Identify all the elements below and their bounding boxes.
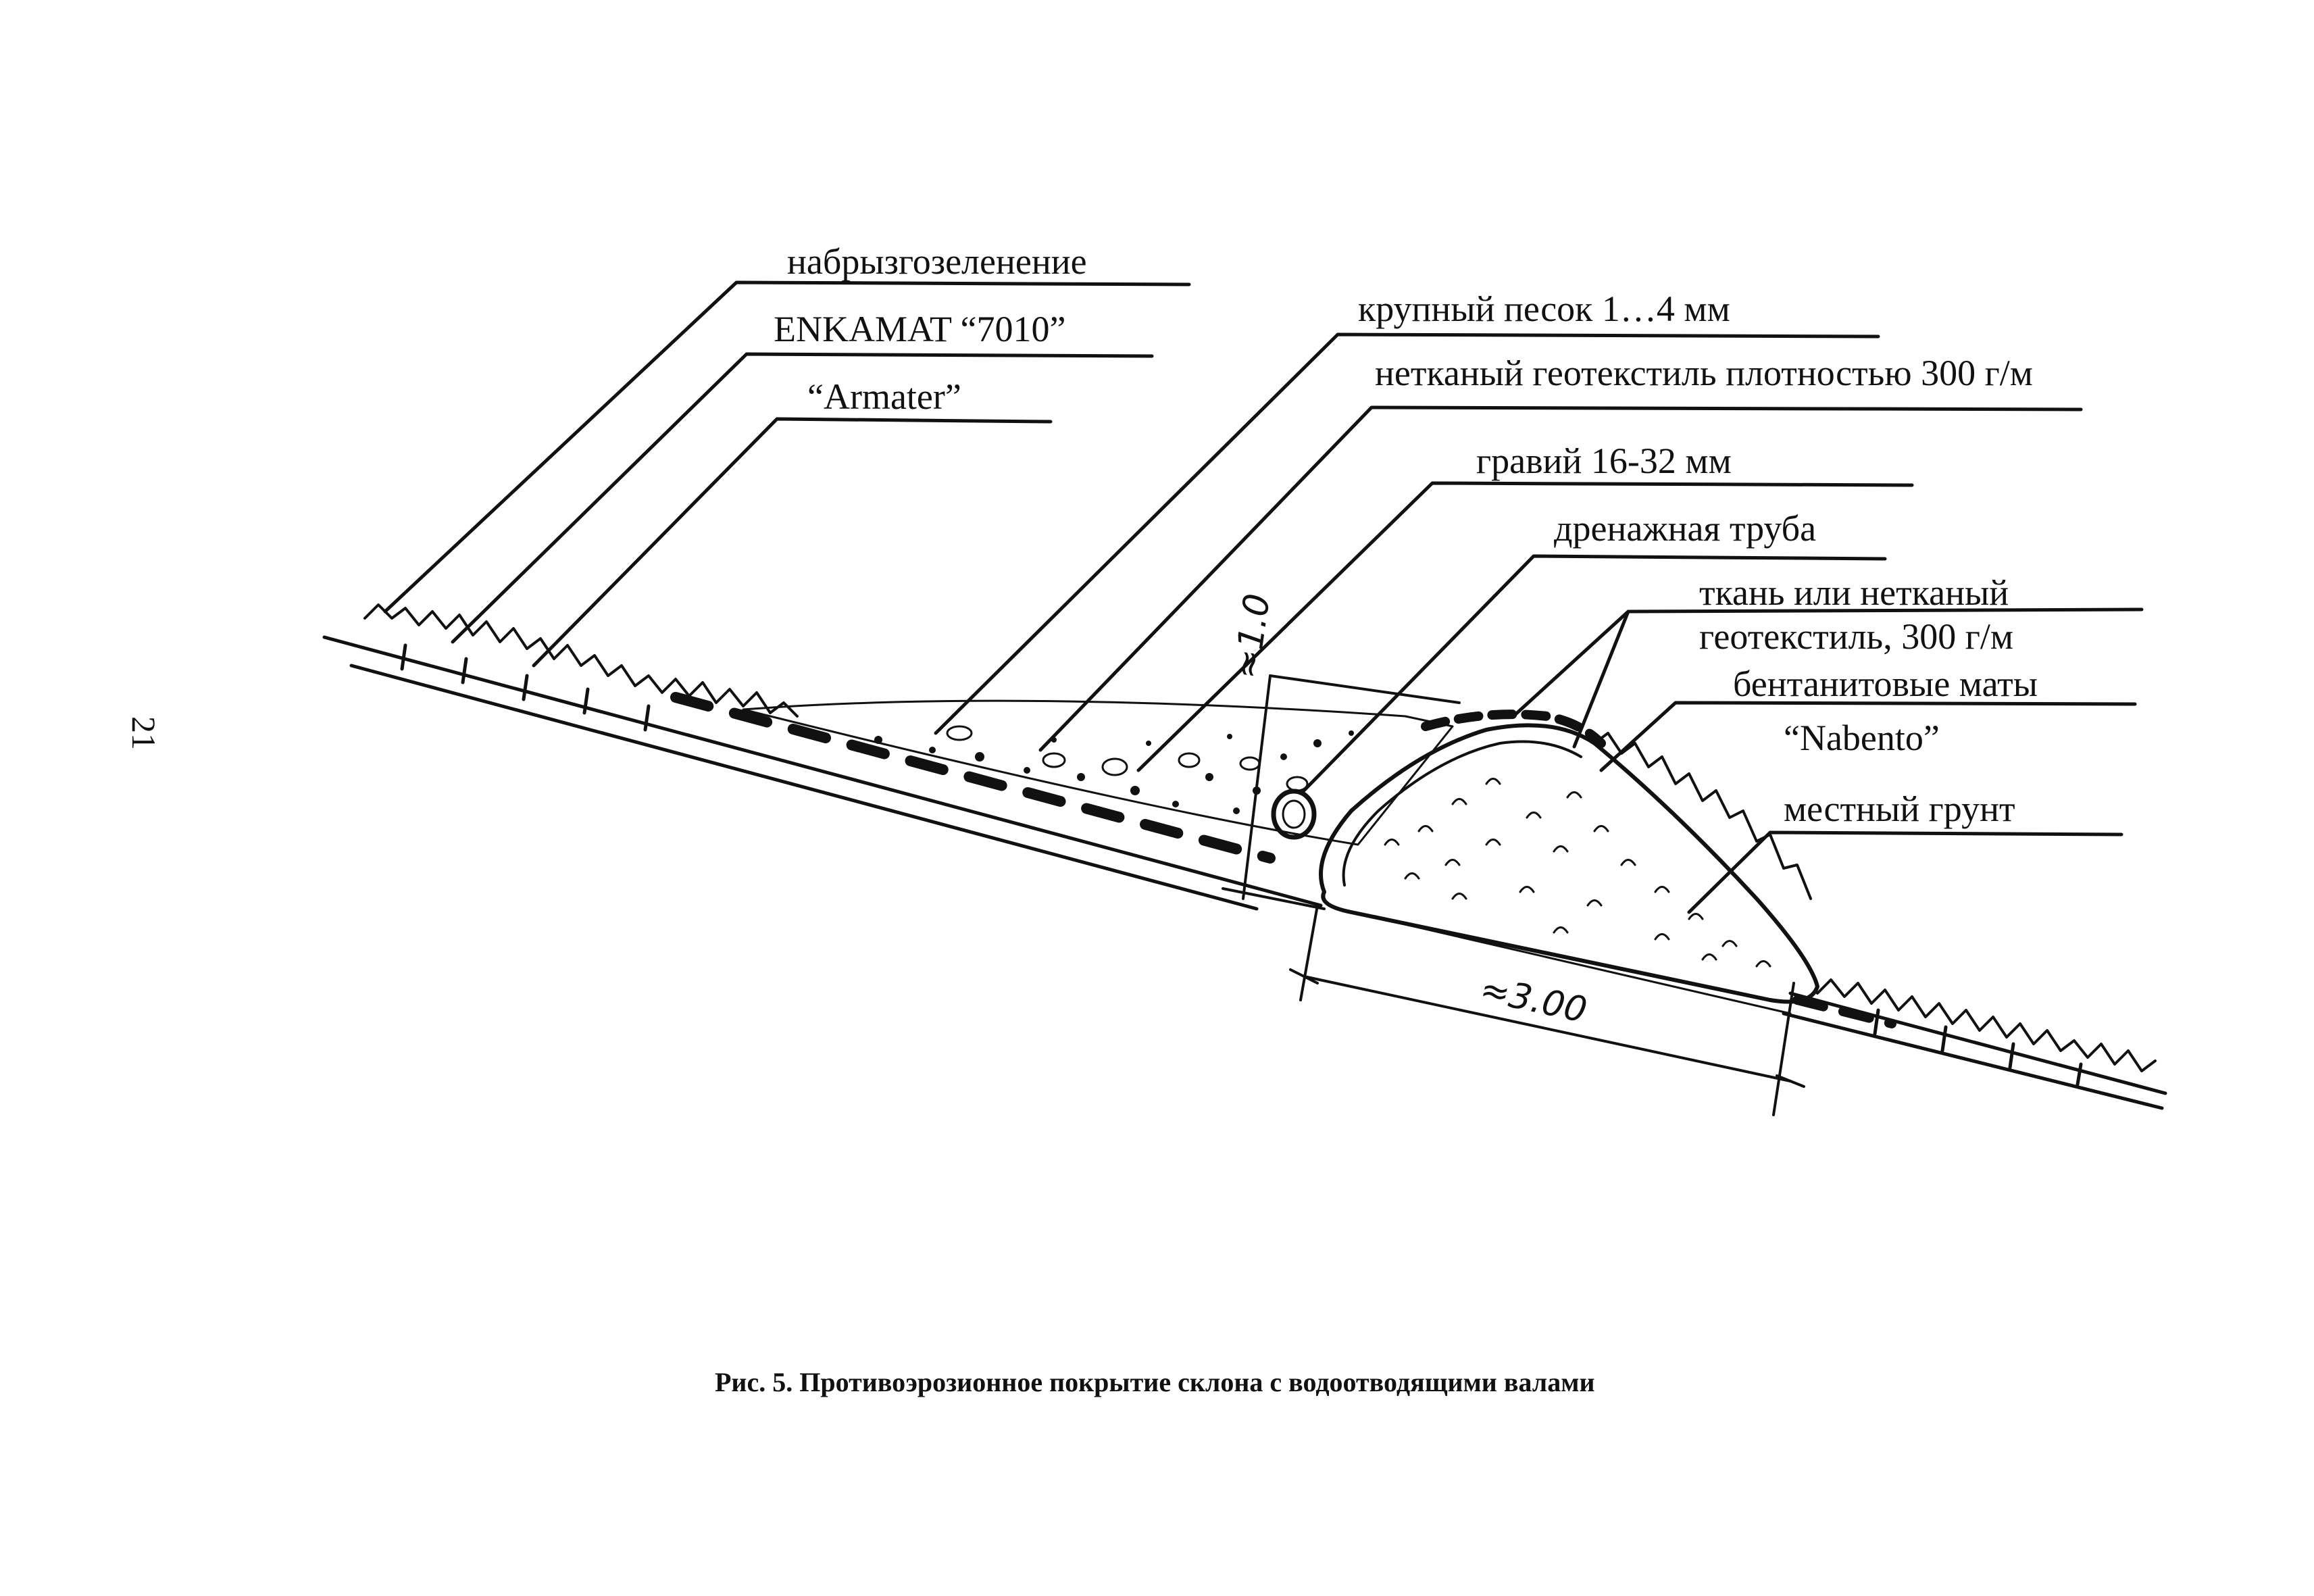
drain-pipe-inner	[1282, 799, 1306, 829]
berm-soil-marks	[1384, 778, 1771, 968]
leader-armater	[532, 417, 1053, 668]
berm-outer	[1319, 723, 1819, 1004]
leader-coarse-sand	[934, 332, 1880, 735]
grass-right	[1816, 978, 2157, 1072]
label-coarse-sand: крупный песок 1…4 мм	[1358, 289, 1730, 329]
berm-bentonite-mat	[1421, 709, 1606, 748]
dimensions	[1222, 674, 1805, 1116]
gravel-dots	[874, 730, 1354, 814]
drain-pipe	[1271, 789, 1317, 840]
leader-geotextile	[1038, 405, 2083, 752]
berm-geotextile	[1342, 740, 1582, 887]
leader-bentonite	[1599, 701, 2137, 772]
leader-lines	[383, 280, 2144, 914]
leader-enkamat	[451, 352, 1154, 644]
height-dim-line	[1242, 674, 1272, 900]
figure-caption: Рис. 5. Противоэрозионное покрытие склон…	[715, 1367, 1595, 1397]
label-fabric-line1: ткань или нетканый	[1699, 572, 2009, 613]
width-dim-line	[1303, 975, 1792, 1082]
page-number: 21	[125, 716, 163, 750]
slope-bottom-line	[349, 664, 1259, 911]
earth-berm	[1319, 709, 1819, 1004]
geomat-strip	[670, 692, 1276, 864]
grass-left	[363, 603, 799, 718]
filter-fill	[742, 699, 1454, 846]
geomat-strip-right	[1792, 995, 1896, 1028]
label-local-soil: местный грунт	[1784, 789, 2015, 829]
label-fabric-line2: геотекстиль, 300 г/м	[1699, 616, 2014, 657]
leader-fabric-branch	[1572, 609, 1630, 749]
slope-top-line	[322, 635, 1323, 907]
slope-layers	[322, 603, 2167, 1110]
label-nonwoven-geotextile: нетканый геотекстиль плотностью 300 г/м	[1375, 353, 2033, 393]
berm-grass	[1593, 732, 1812, 900]
gravel-pebbles	[946, 725, 1309, 792]
label-spray-greening: набрызгозеленение	[787, 241, 1087, 282]
label-drain-pipe: дренажная труба	[1554, 508, 1817, 549]
sand-outline	[742, 699, 1454, 846]
label-enkamat: ENKAMAT “7010”	[774, 309, 1066, 349]
label-gravel: гравий 16-32 мм	[1476, 441, 1732, 481]
slope-right-bottom	[1782, 1012, 2164, 1110]
leader-drain-pipe	[1302, 554, 1887, 793]
label-bentonite-line2: “Nabento”	[1784, 718, 1940, 758]
label-bentonite-line1: бентанитовые маты	[1733, 664, 2038, 704]
label-armater: “Armater”	[807, 376, 961, 417]
leader-local-soil	[1687, 830, 2123, 914]
leader-gravel	[1136, 481, 1914, 772]
layer-ticks	[400, 643, 2083, 1087]
leader-spray-greening	[383, 280, 1191, 614]
